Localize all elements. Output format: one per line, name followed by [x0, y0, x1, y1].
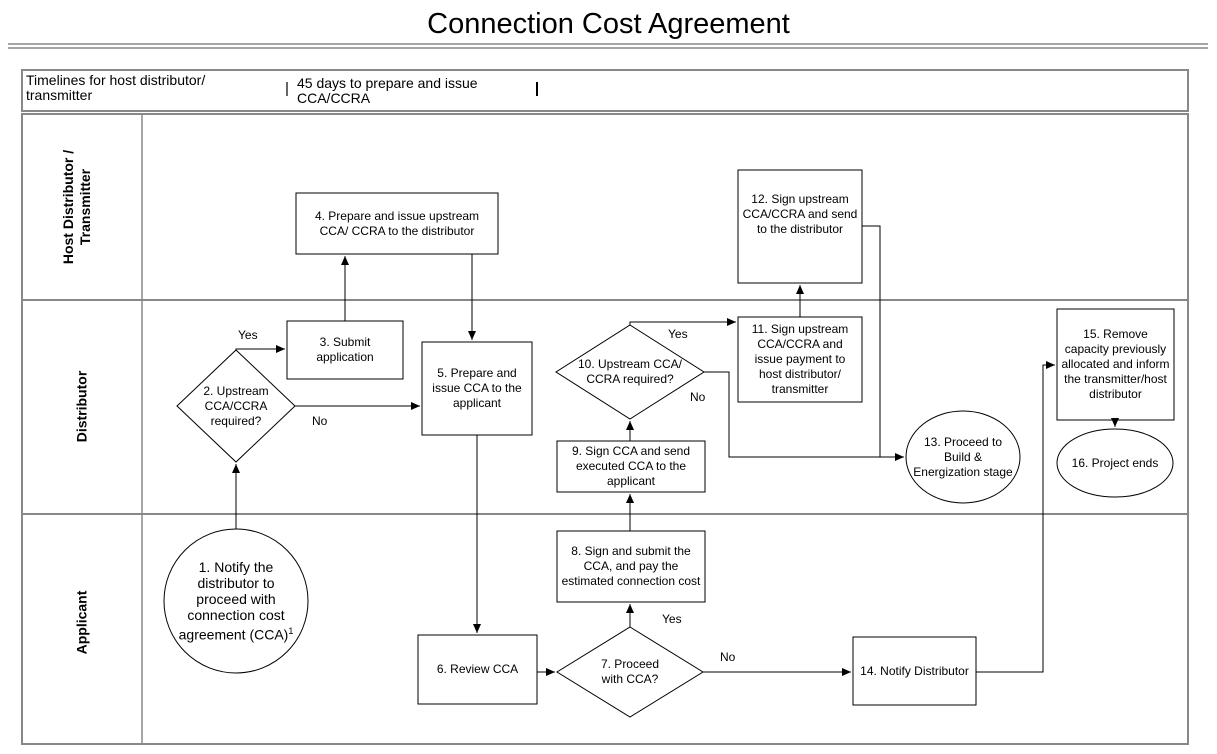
- edge-label-yes-7: Yes: [662, 612, 682, 626]
- step-13-shape: [905, 410, 1021, 504]
- step-3-text: 3. Submit application: [316, 335, 374, 364]
- step-8-shape: [556, 530, 706, 603]
- step-7-shape: [556, 626, 704, 718]
- timeline-duration: 45 days to prepare and issue CCA/CCRA: [297, 75, 478, 106]
- step-14-text: 14. Notify Distributor: [860, 663, 969, 678]
- edge-2-to-3: [235, 345, 285, 353]
- step-3-shape: [286, 320, 404, 380]
- step-2-shape: [176, 349, 296, 463]
- edge-14-to-15: [976, 361, 1055, 673]
- edge-12-to-13: [862, 225, 881, 457]
- step-4-shape: [295, 192, 499, 255]
- edge-label-no-2: No: [312, 414, 328, 428]
- edge-label-yes-2: Yes: [238, 328, 258, 342]
- step-1-text: 1. Notify the distributor to proceed wit…: [170, 551, 302, 651]
- step-2-text: 2. Upstream CCA/CCRA required?: [203, 383, 269, 428]
- step-1-label: 1. Notify the distributor to proceed wit…: [178, 559, 289, 643]
- step-12-text: 12. Sign upstream CCA/CCRA and send to t…: [742, 192, 858, 236]
- page-title: Connection Cost Agreement: [427, 8, 790, 40]
- step-10-shape: [555, 324, 705, 420]
- step-10-text: 10. Upstream CCA/ CCRA required?: [577, 357, 683, 386]
- step-4-text: 4. Prepare and issue upstream CCA/ CCRA …: [314, 208, 480, 238]
- step-8-text: 8. Sign and submit the CCA, and pay the …: [561, 544, 701, 588]
- step-13-text: 13. Proceed to Build & Energization stag…: [913, 434, 1013, 479]
- step-7-text: 7. Proceed with CCA?: [600, 657, 660, 686]
- step-11-text: 11. Sign upstream CCA/CCRA and issue pay…: [751, 322, 849, 396]
- timeline-bar: [21, 69, 1189, 112]
- step-16-shape: [1056, 428, 1174, 498]
- step-14-shape: [852, 636, 977, 706]
- step-6-shape: [417, 634, 538, 705]
- timeline-label: Timelines for host distributor/ transmit…: [26, 72, 206, 103]
- lane-label-applicant: Applicant: [73, 590, 90, 655]
- edge-10-to-13: [704, 371, 904, 461]
- step-16-text: 16. Project ends: [1071, 455, 1159, 470]
- edge-label-no-10: No: [690, 390, 706, 404]
- edge-label-no-7: No: [720, 650, 736, 664]
- lane-label-host: Host Distributor / Transmitter: [60, 149, 93, 265]
- swimlane-frame: [21, 113, 1189, 745]
- step-6-text: 6. Review CCA: [436, 662, 519, 676]
- step-15-shape: [1056, 308, 1175, 421]
- footnote-marker: 1: [288, 626, 294, 637]
- step-9-text: 9. Sign CCA and send executed CCA to the…: [571, 444, 691, 488]
- step-5-shape: [421, 341, 533, 436]
- edge-10-to-11: [629, 318, 736, 326]
- step-9-shape: [556, 440, 706, 493]
- lane-label-distributor: Distributor: [73, 370, 90, 443]
- step-15-text: 15. Remove capacity previously allocated…: [1061, 327, 1170, 401]
- edge-label-yes-10: Yes: [668, 327, 688, 341]
- step-5-text: 5. Prepare and issue CCA to the applican…: [432, 366, 522, 410]
- step-12-shape: [737, 169, 863, 284]
